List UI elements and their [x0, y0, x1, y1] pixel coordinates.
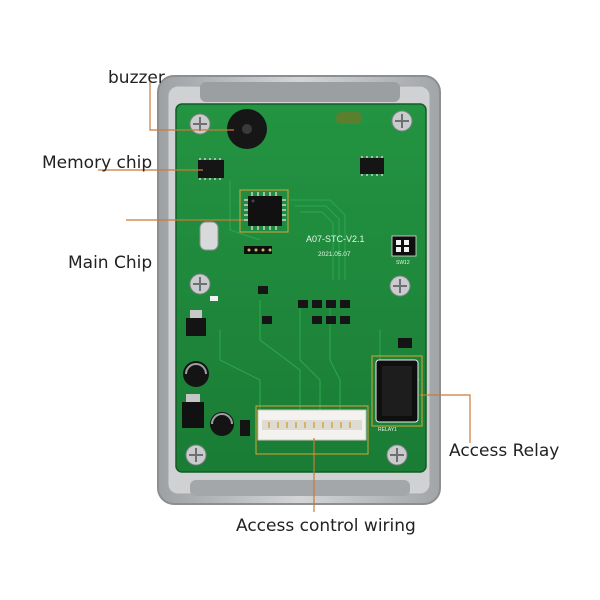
small-ic-top-right — [360, 156, 384, 176]
mounting-screw-tr — [391, 110, 413, 132]
dip-switch — [391, 235, 417, 257]
callout-highlight-boxes — [239, 189, 423, 455]
pcb-board — [175, 103, 427, 473]
diode — [240, 420, 250, 436]
memory-chip — [198, 158, 224, 180]
pin-header — [244, 246, 272, 254]
callout-lines — [98, 82, 471, 512]
mounting-screw-bl — [185, 444, 207, 466]
mounting-screw-ml — [189, 273, 211, 295]
electrolytic-capacitor-2 — [210, 412, 234, 436]
relay-transistor — [398, 338, 412, 348]
switch-silk-label: SW12 — [396, 260, 410, 266]
relay-silk-label: RELAY1 — [378, 427, 397, 433]
crystal-oscillator — [199, 221, 219, 251]
callout-label-memory-chip: Memory chip — [42, 153, 153, 173]
relay-component — [375, 359, 419, 423]
indicator-led — [210, 296, 218, 301]
housing-top-recess — [200, 82, 400, 102]
highlight-connector — [255, 405, 369, 455]
board-model-label: A07-STC-V2.1 — [306, 234, 365, 244]
mounting-screw-br — [386, 444, 408, 466]
housing-bottom-recess — [190, 480, 410, 496]
top-resistor — [336, 112, 362, 124]
voltage-regulator — [186, 310, 206, 336]
highlight-relay — [371, 355, 423, 427]
callout-label-access-control-wiring: Access control wiring — [236, 516, 416, 536]
electrolytic-capacitor-1 — [183, 361, 209, 387]
buzzer-component — [227, 109, 267, 149]
callout-line-buzzer — [149, 82, 234, 131]
mounting-screw-mr — [389, 275, 411, 297]
mounting-screw-tl — [189, 113, 211, 135]
transistor-row — [258, 286, 350, 324]
power-mosfet — [182, 394, 204, 428]
wiring-connector — [257, 409, 367, 441]
board-date-label: 2021.05.07 — [318, 251, 351, 258]
highlight-main-chip — [239, 189, 289, 233]
callout-label-access-relay: Access Relay — [449, 441, 560, 461]
callout-label-buzzer: buzzer — [108, 68, 165, 88]
main-chip — [244, 192, 286, 230]
callout-label-main-chip: Main Chip — [68, 253, 153, 273]
callout-line-access-relay — [420, 394, 471, 443]
